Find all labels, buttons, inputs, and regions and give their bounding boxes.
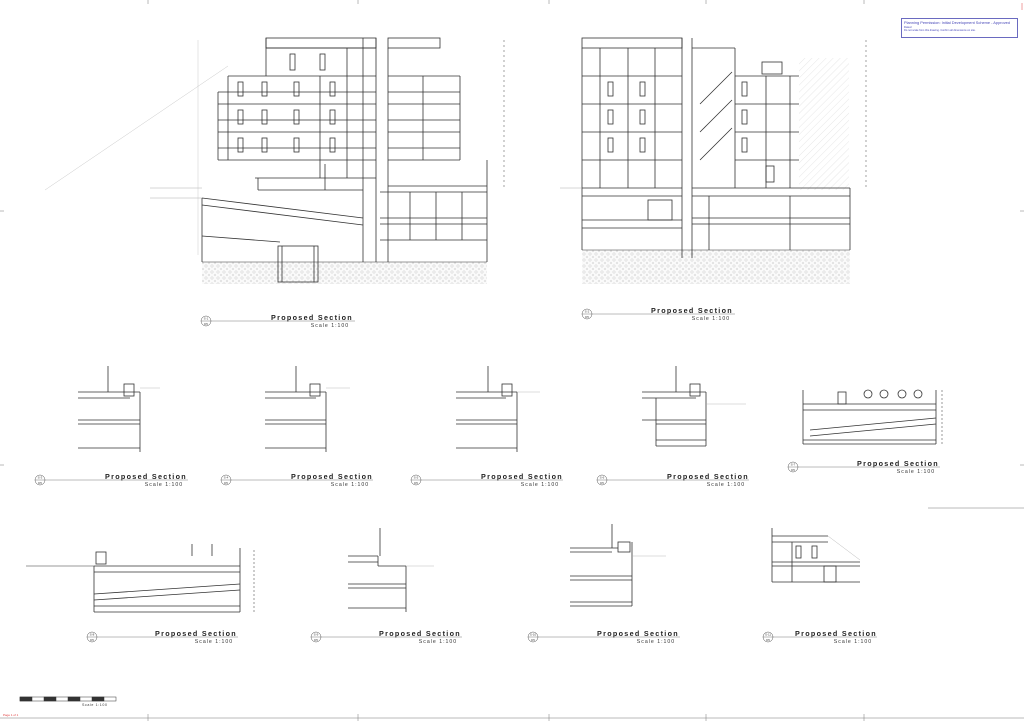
bubble-top-label: S-3 <box>38 476 43 480</box>
section-drawing-3 <box>78 366 160 452</box>
stamp-title: Planning Permission: Initial Development… <box>904 20 1010 25</box>
bubble-bottom-label: D5 <box>204 322 208 326</box>
section-title: Proposed Section <box>667 472 749 481</box>
scale-bar-label: Scale 1:100 <box>82 703 108 707</box>
section-drawing-10 <box>570 524 666 607</box>
bubble-top-label: S-4 <box>224 476 229 480</box>
section-title: Proposed Section <box>857 459 939 468</box>
planning-approval-stamp: Planning Permission: Initial Development… <box>901 18 1018 38</box>
bubble-bottom-label: D5 <box>791 468 795 472</box>
section-scale: Scale 1:100 <box>331 482 369 488</box>
section-scale: Scale 1:100 <box>521 482 559 488</box>
section-scale: Scale 1:100 <box>692 316 730 322</box>
bubble-bottom-label: D5 <box>314 638 318 642</box>
section-scale: Scale 1:100 <box>637 639 675 645</box>
bubble-bottom-label: D5 <box>600 481 604 485</box>
bubble-top-label: S-7 <box>791 463 796 467</box>
bubble-top-label: S-2 <box>585 310 590 314</box>
bubble-top-label: S-10 <box>530 633 537 637</box>
bubble-top-label: S-5 <box>414 476 419 480</box>
bubble-bottom-label: D5 <box>585 315 589 319</box>
section-scale: Scale 1:100 <box>311 323 349 329</box>
bubble-top-label: S-1 <box>204 317 209 321</box>
section-drawing-9 <box>348 528 434 612</box>
section-title: Proposed Section <box>651 306 733 315</box>
graphic-scale-bar <box>19 696 117 702</box>
bubble-bottom-label: D5 <box>90 638 94 642</box>
section-scale: Scale 1:100 <box>897 469 935 475</box>
bubble-top-label: S-11 <box>765 633 771 637</box>
section-scale: Scale 1:100 <box>707 482 745 488</box>
bubble-top-label: S-6 <box>600 476 605 480</box>
bubble-bottom-label: D5 <box>766 638 770 642</box>
section-drawing-4 <box>265 366 350 452</box>
section-drawing-7 <box>802 389 943 445</box>
section-title: Proposed Section <box>481 472 563 481</box>
section-title: Proposed Section <box>597 629 679 638</box>
section-title: Proposed Section <box>795 629 877 638</box>
bubble-bottom-label: D5 <box>224 481 228 485</box>
section-drawing-6 <box>642 366 746 447</box>
section-drawing-8 <box>26 544 255 613</box>
stamp-line-2: Do not scale from this drawing. Confirm … <box>904 29 976 32</box>
bubble-top-label: S-9 <box>314 633 319 637</box>
bubble-bottom-label: D5 <box>38 481 42 485</box>
stamp-line-1: Dated <box>904 25 912 29</box>
bubble-top-label: S-8 <box>90 633 95 637</box>
section-title: Proposed Section <box>379 629 461 638</box>
title-block-sec-2: S-2 D5 Proposed Section Scale 1:100 <box>581 306 735 322</box>
section-scale: Scale 1:100 <box>419 639 457 645</box>
section-drawing-5 <box>456 366 540 452</box>
section-drawing-2 <box>560 37 867 284</box>
section-drawing-11 <box>771 528 861 583</box>
title-block-sec-1: S-1 D5 Proposed Section Scale 1:100 <box>200 313 355 329</box>
section-title: Proposed Section <box>291 472 373 481</box>
section-title: Proposed Section <box>271 313 353 322</box>
section-scale: Scale 1:100 <box>195 639 233 645</box>
section-scale: Scale 1:100 <box>145 482 183 488</box>
corner-note: Page 1 of 1 <box>3 713 19 717</box>
section-title: Proposed Section <box>155 629 237 638</box>
bubble-bottom-label: D5 <box>414 481 418 485</box>
section-scale: Scale 1:100 <box>834 639 872 645</box>
section-drawing-1 <box>44 37 505 284</box>
section-title: Proposed Section <box>105 472 187 481</box>
bubble-bottom-label: D5 <box>531 638 535 642</box>
